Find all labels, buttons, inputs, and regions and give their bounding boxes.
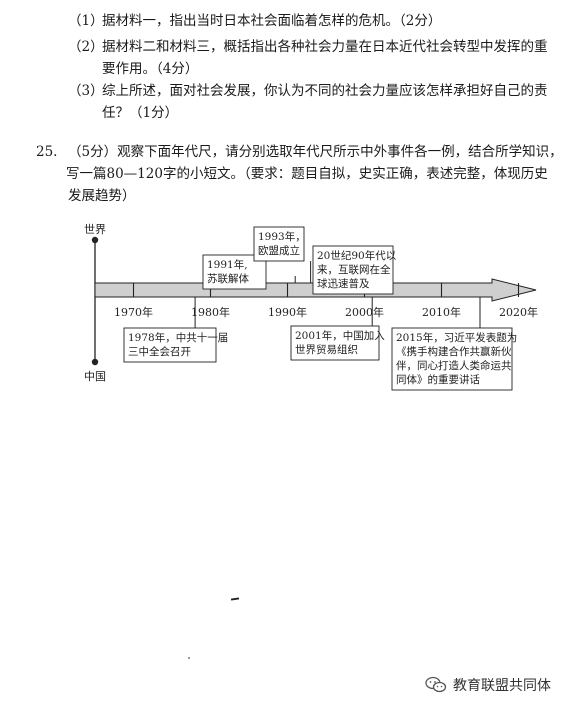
world-event-text: 1991年, [207, 258, 248, 271]
china-event-text: 世界贸易组织 [295, 343, 358, 356]
question-number: 25. [36, 144, 58, 160]
question-line-1: （5分）观察下面年代尺，请分别选取年代尺所示中外事件各一例，结合所学知识， [68, 144, 563, 160]
axis-bar [94, 282, 493, 298]
tick-label: 1980年 [191, 305, 230, 319]
wechat-icon [425, 676, 447, 693]
tick-label: 2010年 [422, 305, 461, 319]
world-event-text: 球迅速普及 [317, 277, 370, 290]
world-event-box [312, 245, 394, 295]
china-dot [91, 358, 99, 366]
tick-label: 2000年 [345, 305, 384, 319]
china-event-box [290, 325, 380, 361]
question-line-3: 发展趋势） [68, 188, 136, 204]
china-event-text: 2015年，习近平发表题为 [396, 331, 517, 344]
subquestion-line: 据材料一，指出当时日本社会面临着怎样的危机。（2分） [102, 13, 442, 29]
subquestion-number: （1） [68, 13, 104, 29]
china-event-box [391, 327, 513, 391]
world-event-text: 来，互联网在全 [317, 263, 391, 276]
stray-dot [188, 657, 190, 659]
subquestion-line: 据材料二和材料三，概括指出各种社会力量在日本近代社会转型中发挥的重 [102, 39, 548, 55]
china-event-text: 1978年，中共十一届 [128, 331, 228, 344]
subquestion-number: （2） [68, 39, 104, 55]
subquestion-number: （3） [68, 83, 104, 99]
question-25: 25. （5分）观察下面年代尺，请分别选取年代尺所示中外事件各一例，结合所学知识… [36, 141, 563, 211]
world-label: 世界 [84, 223, 106, 236]
china-event-text: 《携手构建合作共赢新伙 [396, 345, 512, 358]
subquestion-line: 要作用。（4分） [102, 61, 199, 77]
world-dot [91, 236, 99, 244]
china-event-text: 伴，同心打造人类命运共 [396, 359, 512, 372]
world-event-box [253, 226, 305, 262]
world-event-text: 20世纪90年代以 [317, 249, 397, 262]
tick-label: 1970年 [114, 305, 153, 319]
china-event-text: 同体》的重要讲话 [396, 373, 480, 386]
tick-label: 2020年 [499, 305, 538, 319]
world-event-text: 苏联解体 [207, 272, 249, 285]
footer-logo: 教育联盟共同体 [425, 672, 565, 698]
world-event-text: 1993年， [258, 230, 306, 243]
china-event-text: 三中全会召开 [128, 345, 191, 358]
china-event-box [123, 327, 217, 363]
china-event-text: 2001年，中国加入 [295, 329, 385, 342]
china-label: 中国 [84, 370, 106, 383]
axis-arrow [491, 278, 537, 302]
question-line-2: 写一篇80—120字的小短文。（要求：题目自拟，史实正确，表述完整，体现历史 [66, 166, 548, 182]
tick-label: 1990年 [268, 305, 307, 319]
footer-label: 教育联盟共同体 [453, 678, 551, 694]
subquestion-line: 任？（1分） [102, 105, 179, 121]
subquestion-line: 综上所述，面对社会发展，你认为不同的社会力量应该怎样承担好自己的责 [102, 83, 548, 99]
world-event-text: 欧盟成立 [258, 244, 300, 257]
